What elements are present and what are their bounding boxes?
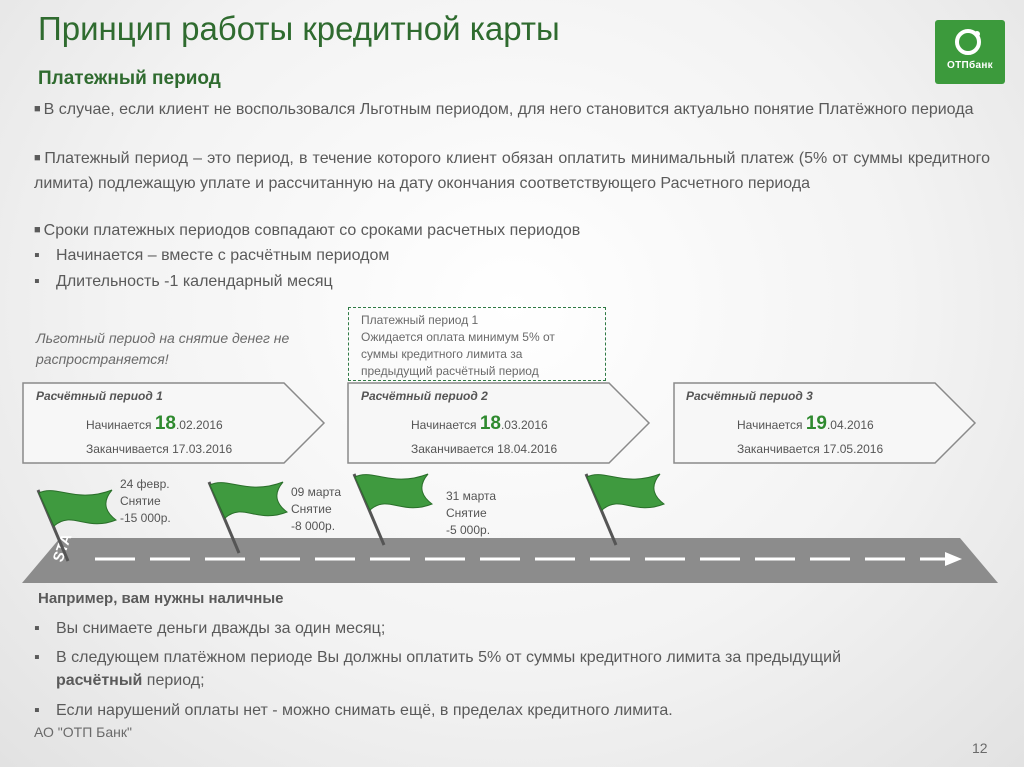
withdrawal-event-2: 09 марта Снятие -8 000р. <box>291 485 342 533</box>
period-arrow-1 <box>22 382 326 464</box>
flag-icon <box>352 473 434 546</box>
example-item: ▪Вы снимаете деньги дважды за один месяц… <box>34 617 385 640</box>
bullet-icon: ▪ <box>34 702 40 719</box>
period-2-start: Начинается 18.03.2016 <box>411 413 548 434</box>
square-bullet-icon: ■ <box>34 224 41 236</box>
withdrawal-event-3: 31 марта Снятие -5 000р. <box>446 489 497 537</box>
bullet-icon: ▪ <box>34 620 40 637</box>
example-item: ▪Если нарушений оплаты нет - можно снима… <box>34 699 673 722</box>
period-arrow-3 <box>673 382 977 464</box>
period-2-title: Расчётный период 2 <box>361 389 488 403</box>
period-1-start: Начинается 18.02.2016 <box>86 413 223 434</box>
otp-logo: ОТПбанк <box>935 20 1005 84</box>
otp-logo-dot <box>974 31 980 37</box>
sublist-item: ▪Начинается – вместе с расчётным периодо… <box>34 244 389 268</box>
footer-company: АО "ОТП Банк" <box>34 724 132 740</box>
bullet-icon: ▪ <box>34 649 40 666</box>
period-arrow-2 <box>347 382 651 464</box>
flag-icon <box>584 473 666 546</box>
period-1-end: Заканчивается 17.03.2016 <box>86 442 233 456</box>
bullet-icon: ▪ <box>34 247 40 264</box>
road-arrow-icon <box>945 552 962 566</box>
withdrawal-event-1: 24 февр. Снятие -15 000р. <box>120 477 171 525</box>
period-3-end: Заканчивается 17.05.2016 <box>737 442 884 456</box>
logo-text: ОТПбанк <box>947 60 993 71</box>
period-2-end: Заканчивается 18.04.2016 <box>411 442 558 456</box>
page-number: 12 <box>972 740 988 756</box>
sublist-item: ▪Длительность -1 календарный месяц <box>34 270 333 294</box>
page-title: Принцип работы кредитной карты <box>38 10 560 47</box>
period-3-title: Расчётный период 3 <box>686 389 813 403</box>
square-bullet-icon: ■ <box>34 103 41 115</box>
example-title: Например, вам нужны наличные <box>38 590 284 607</box>
square-bullet-icon: ■ <box>34 152 42 164</box>
otp-logo-icon <box>955 29 981 55</box>
example-item-continuation: расчётный период; <box>56 672 205 689</box>
period-3-start: Начинается 19.04.2016 <box>737 413 874 434</box>
flag-icon <box>36 489 118 562</box>
paragraph-1: ■В случае, если клиент не воспользовался… <box>34 101 974 118</box>
payment-period-box: Платежный период 1 Ожидается оплата мини… <box>348 307 606 381</box>
bullet-icon: ▪ <box>34 273 40 290</box>
period-1-title: Расчётный период 1 <box>36 389 163 403</box>
flag-icon <box>207 481 289 554</box>
paragraph-3: ■Сроки платежных периодов совпадают со с… <box>34 222 581 239</box>
timeline-road: START <box>22 535 998 583</box>
paragraph-2: ■Платежный период – это период, в течени… <box>34 150 990 192</box>
section-subtitle: Платежный период <box>38 68 221 89</box>
grace-period-note: Льготный период на снятие денег не распр… <box>36 330 290 367</box>
example-item: ▪В следующем платёжном периоде Вы должны… <box>34 646 841 669</box>
